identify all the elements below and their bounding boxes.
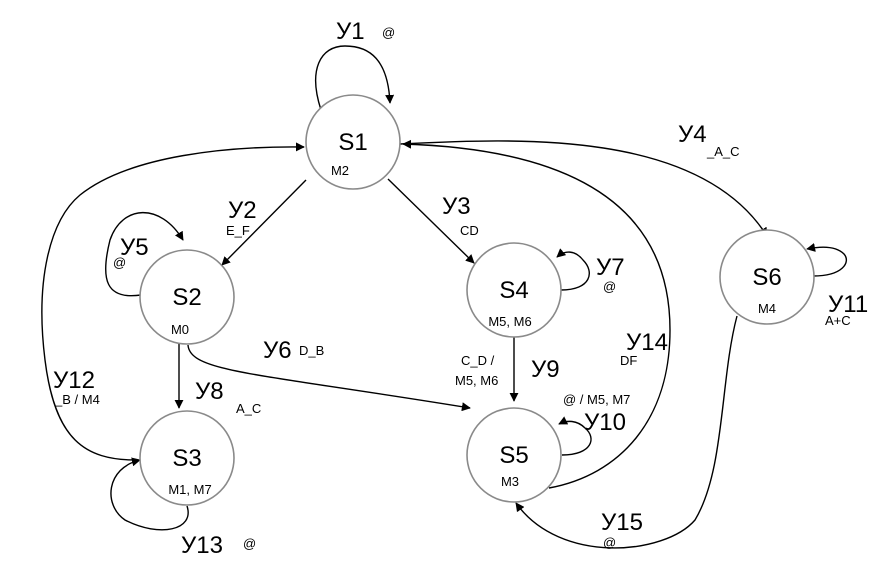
edge-t4 <box>399 140 768 237</box>
transition-name: У7 <box>596 254 625 281</box>
state-circle <box>466 407 562 503</box>
transition-condition: @ <box>113 255 126 270</box>
edge-t1 <box>315 45 395 111</box>
transition-name: У5 <box>120 234 149 261</box>
transition-condition: @ <box>603 535 616 550</box>
edge-t7 <box>556 248 590 291</box>
state-output: M2 <box>331 163 349 178</box>
edge-t13 <box>110 457 189 531</box>
transition-condition: @ <box>243 536 256 551</box>
state-S6[interactable]: S6 M4 <box>719 229 815 325</box>
transition-condition: _B / M4 <box>54 392 100 407</box>
edge-t10 <box>558 416 592 456</box>
transition-name: У12 <box>53 367 95 394</box>
transition-condition: @ <box>603 279 616 294</box>
state-S3[interactable]: S3 M1, M7 <box>139 410 235 506</box>
edge-t6 <box>187 344 471 412</box>
transition-condition: C_D / <box>461 353 495 368</box>
transition-condition: A_C <box>236 401 261 416</box>
transition-name: У10 <box>584 409 626 436</box>
state-S5[interactable]: S5 M3 <box>466 407 562 503</box>
transition-condition: _A_C <box>706 144 740 159</box>
state-circle <box>305 94 401 190</box>
transition-name: У11 <box>828 291 868 318</box>
transition-condition: A+C <box>825 313 851 328</box>
transition-name: У14 <box>626 329 668 356</box>
state-S1[interactable]: S1 M2 <box>305 94 401 190</box>
transition-condition: E_F <box>226 223 250 238</box>
transition-name: У8 <box>195 378 224 405</box>
transition-condition: @ / M5, M7 <box>563 392 630 407</box>
state-S2[interactable]: S2 M0 <box>139 249 235 345</box>
transition-name: У13 <box>181 532 223 559</box>
edge-t12 <box>41 142 305 461</box>
edges <box>41 45 848 549</box>
transition-labels: У1 @ У2 E_F У3 CD У4 _A_C У5 @ У6 D_B У7… <box>53 18 868 559</box>
transition-name: У3 <box>442 193 471 220</box>
transition-condition: CD <box>460 223 479 238</box>
state-name: S2 <box>172 284 201 311</box>
state-S4[interactable]: S4 M5, M6 <box>466 242 562 338</box>
transition-condition-actions: M5, M6 <box>455 373 498 388</box>
state-circle <box>466 242 562 338</box>
transition-name: У6 <box>263 337 292 364</box>
state-output: M5, M6 <box>488 314 531 329</box>
transition-condition: D_B <box>299 343 324 358</box>
state-name: S4 <box>499 277 528 304</box>
edge-t11 <box>806 243 848 277</box>
edge-t2 <box>221 179 307 266</box>
transition-name: У4 <box>678 121 707 148</box>
transition-name: У2 <box>228 197 257 224</box>
transition-name: У15 <box>601 509 643 536</box>
state-circle <box>139 410 235 506</box>
state-circle <box>719 229 815 325</box>
state-circle <box>139 249 235 345</box>
state-name: S3 <box>172 445 201 472</box>
edge-t5 <box>104 212 184 297</box>
state-output: M4 <box>758 301 776 316</box>
state-name: S1 <box>338 129 367 156</box>
edge-t15 <box>515 315 738 549</box>
edge-t14 <box>402 139 671 489</box>
edge-t3 <box>387 178 475 264</box>
state-output: M0 <box>171 322 189 337</box>
state-name: S5 <box>499 442 528 469</box>
transition-condition: @ <box>382 25 395 40</box>
state-output: M3 <box>501 474 519 489</box>
state-output: M1, M7 <box>168 482 211 497</box>
state-name: S6 <box>752 264 781 291</box>
transition-name: У1 <box>336 18 365 45</box>
transition-condition: DF <box>620 353 637 368</box>
transition-name: У9 <box>531 356 560 383</box>
